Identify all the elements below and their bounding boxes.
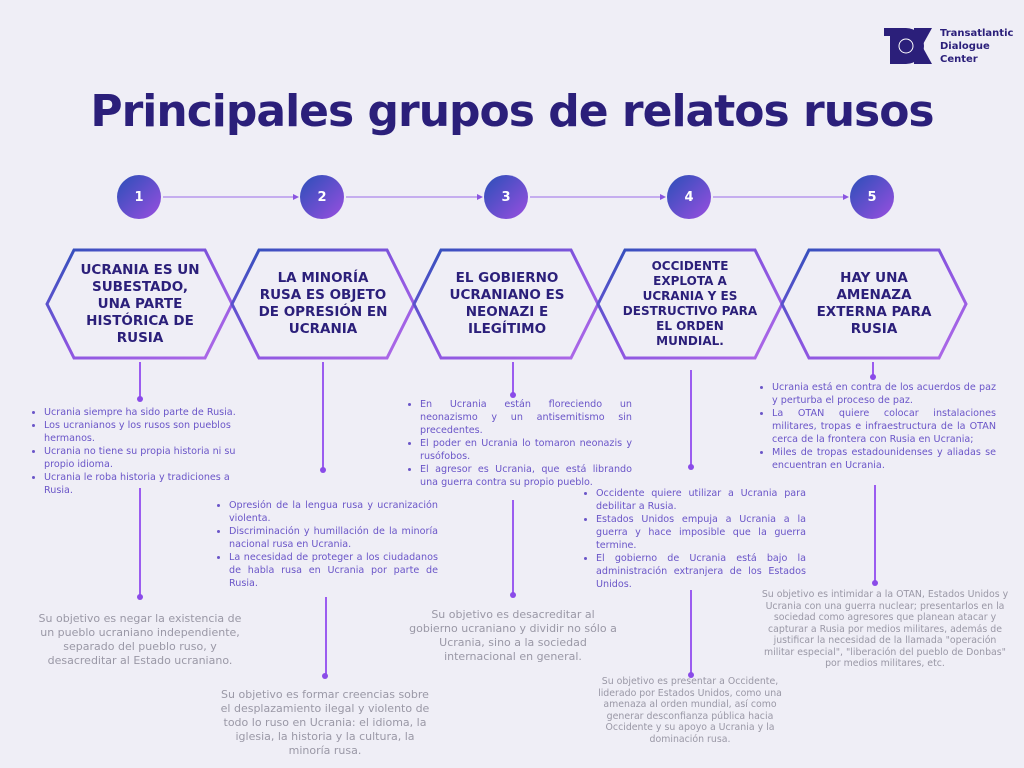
group-1-bullets: Ucrania siempre ha sido parte de Rusia. … (28, 406, 248, 497)
group-3-objective: Su objetivo es desacreditar al gobierno … (409, 608, 617, 663)
hexagon-5 (780, 248, 968, 360)
bullet-item: Occidente quiere utilizar a Ucrania para… (596, 487, 806, 513)
bullet-item: La OTAN quiere colocar instalaciones mil… (772, 407, 996, 446)
group-3-bullets: En Ucrania están floreciendo un neonazis… (404, 398, 632, 489)
group-2-objective: Su objetivo es formar creencias sobre el… (220, 688, 430, 757)
bullet-item: El poder en Ucrania lo tomaron neonazis … (420, 437, 632, 463)
bullet-item: El gobierno de Ucrania está bajo la admi… (596, 552, 806, 591)
group-5-objective: Su objetivo es intimidar a la OTAN, Esta… (761, 589, 1009, 669)
step-number-5: 5 (850, 175, 894, 219)
step-number-2: 2 (300, 175, 344, 219)
step-number-4: 4 (667, 175, 711, 219)
bullet-item: Discriminación y humillación de la minor… (229, 525, 438, 551)
bullet-item: La necesidad de proteger a los ciudadano… (229, 551, 438, 590)
group-heading: HAY UNA AMENAZA EXTERNA PARA RUSIA (816, 270, 932, 337)
bullet-item: Ucrania no tiene su propia historia ni s… (44, 445, 248, 471)
logo-text-line: Dialogue (940, 40, 990, 52)
group-heading: OCCIDENTE EXPLOTA A UCRANIA Y ES DESTRUC… (622, 259, 758, 348)
bullet-item: Ucrania está en contra de los acuerdos d… (772, 381, 996, 407)
bullet-item: Ucrania le roba historia y tradiciones a… (44, 471, 248, 497)
group-heading: UCRANIA ES UN SUBESTADO, UNA PARTE HISTÓ… (80, 261, 200, 346)
logo-text-line: Transatlantic (940, 27, 1014, 39)
step-number-3: 3 (484, 175, 528, 219)
bullet-item: Los ucranianos y los rusos son pueblos h… (44, 419, 248, 445)
bullet-item: Estados Unidos empuja a Ucrania a la gue… (596, 513, 806, 552)
step-number-1: 1 (117, 175, 161, 219)
bullet-item: En Ucrania están floreciendo un neonazis… (420, 398, 632, 437)
bullet-item: Opresión de la lengua rusa y ucranizació… (229, 499, 438, 525)
page-title: Principales grupos de relatos rusos (90, 86, 934, 137)
group-4-objective: Su objetivo es presentar a Occidente, li… (598, 676, 782, 745)
bullet-item: Miles de tropas estadounidenses y aliada… (772, 446, 996, 472)
group-heading: LA MINORÍA RUSA ES OBJETO DE OPRESIÓN EN… (258, 270, 388, 337)
logo-text-line: Center (940, 53, 978, 65)
tdc-logo-mark-icon (884, 28, 932, 64)
group-4-bullets: Occidente quiere utilizar a Ucrania para… (580, 487, 806, 591)
logo: Transatlantic Dialogue Center (884, 26, 1013, 66)
group-1-objective: Su objetivo es negar la existencia de un… (38, 612, 242, 667)
bullet-item: Ucrania siempre ha sido parte de Rusia. (44, 406, 248, 419)
group-heading: EL GOBIERNO UCRANIANO ES NEONAZI E ILEGÍ… (449, 270, 565, 337)
bullet-item: El agresor es Ucrania, que está librando… (420, 463, 632, 489)
group-5-bullets: Ucrania está en contra de los acuerdos d… (756, 381, 996, 472)
group-2-bullets: Opresión de la lengua rusa y ucranizació… (213, 499, 438, 590)
